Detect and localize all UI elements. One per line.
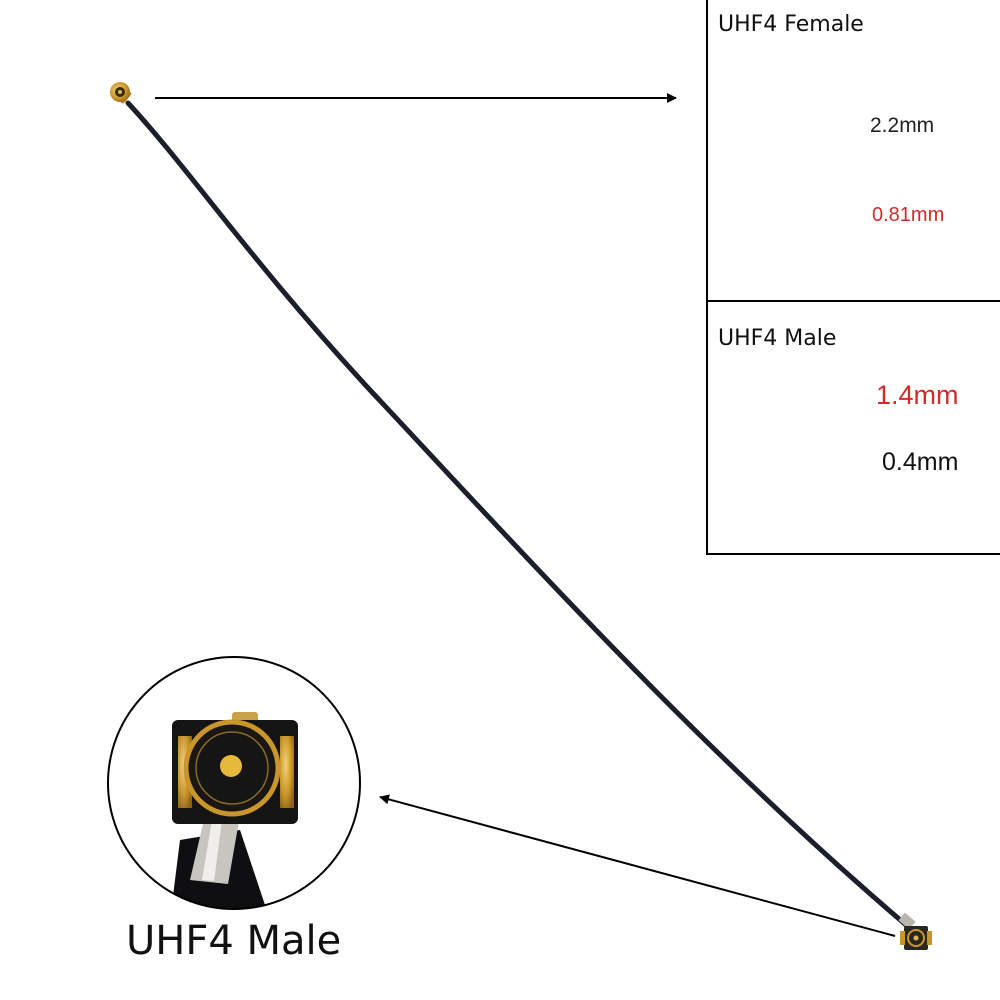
male-pin-diameter-label: 0.4mm xyxy=(882,448,959,476)
female-head-width-label: 2.2mm xyxy=(870,114,935,137)
male-panel-title: UHF4 Male xyxy=(718,326,837,351)
male-connector-panel: UHF4 Male 1.4mm 0.4mm xyxy=(706,302,1000,555)
female-panel-title: UHF4 Female xyxy=(718,12,864,37)
female-connector-top xyxy=(110,82,132,104)
magnified-male-connector xyxy=(107,656,361,910)
male-body-width-label: 1.4mm xyxy=(876,380,959,410)
coax-cable xyxy=(125,100,915,933)
male-connector-bottom xyxy=(898,912,932,950)
female-cable-diameter-label: 0.81mm xyxy=(872,204,945,226)
arrow-to-magnified-male xyxy=(379,794,896,937)
female-connector-panel: UHF4 Female 2.2mm 0.81mm xyxy=(706,0,1000,302)
magnified-connector-caption: UHF4 Male xyxy=(126,918,342,964)
